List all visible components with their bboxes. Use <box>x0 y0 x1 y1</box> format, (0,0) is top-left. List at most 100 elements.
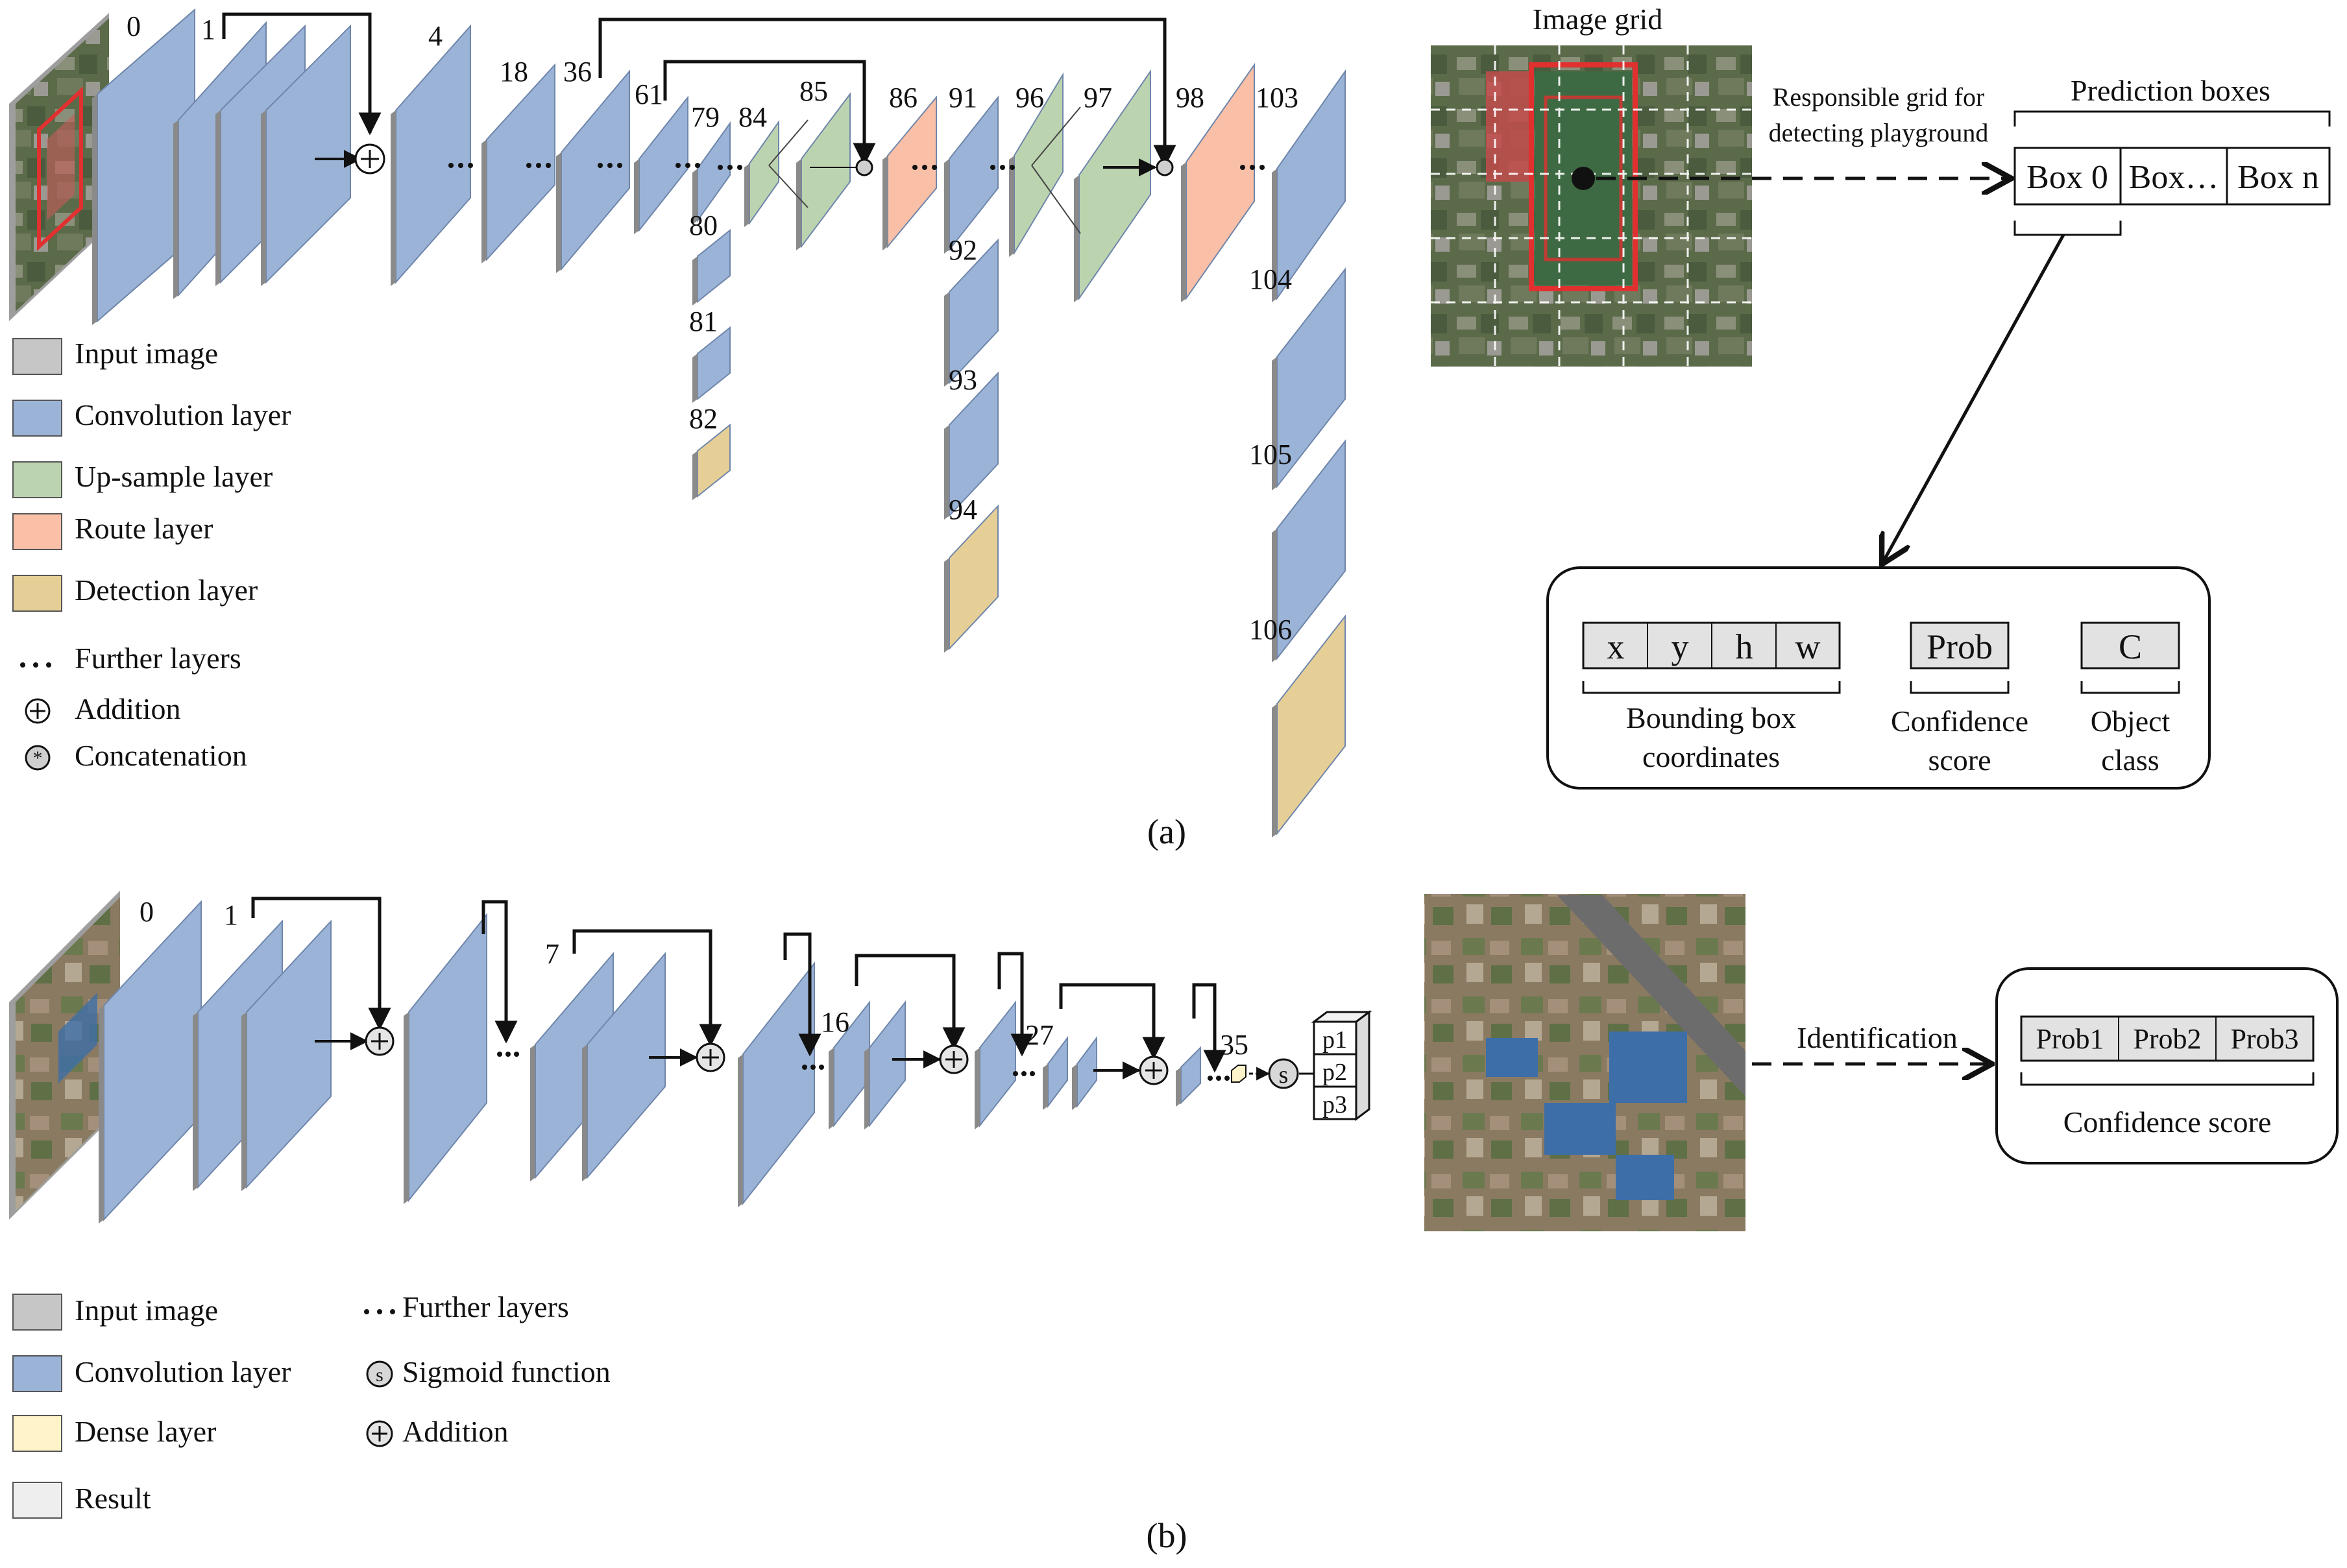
addition-operator-b-2 <box>939 1044 969 1074</box>
coord-x: x <box>1607 627 1625 666</box>
layer-slab-a-3 <box>261 24 351 286</box>
legend-b-label-conv: Convolution layer <box>75 1355 291 1388</box>
sigmoid-operator: s <box>1268 1058 1299 1089</box>
layer-number-a-81: 81 <box>689 306 718 337</box>
legend-a-label-conv: Convolution layer <box>75 398 291 431</box>
input-image-b <box>9 891 120 1220</box>
branch-a-94 <box>944 504 999 653</box>
layer-number-a-85: 85 <box>799 75 828 107</box>
layer-number-a-105: 105 <box>1249 439 1292 470</box>
prediction-boxes-label: Prediction boxes <box>2071 74 2270 107</box>
flow-line-b <box>315 1032 1314 1081</box>
legend-a-label-dots: Further layers <box>75 642 241 675</box>
layer-slab-a-0 <box>92 8 195 325</box>
layer-slab-b-16b <box>864 1000 906 1129</box>
layer-slab-b-35 <box>1176 1046 1201 1107</box>
legend-b-label-result: Result <box>75 1482 151 1515</box>
bbox-coords-label-2: coordinates <box>1642 740 1780 773</box>
layer-stack-b <box>99 900 1201 1224</box>
layer-number-a-104: 104 <box>1249 263 1292 295</box>
layer-number-a-103: 103 <box>1256 82 1298 114</box>
layer-slab-b-mid3 <box>975 1000 1016 1129</box>
legend-b-input: Input image <box>12 1294 218 1331</box>
output-p1: p1 <box>1322 1026 1347 1054</box>
responsible-grid-line2: detecting playground <box>1769 118 1989 147</box>
svg-text:s: s <box>1279 1061 1289 1089</box>
addition-operators-b <box>365 1026 1169 1085</box>
branch-a-105 <box>1272 439 1346 662</box>
layer-number-b-0: 0 <box>140 896 154 928</box>
legend-b-label-add: Addition <box>402 1415 509 1448</box>
layer-slab-b-mid2 <box>738 961 815 1207</box>
svg-text:*: * <box>33 747 43 769</box>
legend-b-result: Result <box>12 1482 151 1519</box>
layer-number-a-98: 98 <box>1176 82 1204 114</box>
branch-a-92 <box>944 238 999 387</box>
layer-number-a-80: 80 <box>689 210 718 241</box>
input-image-a <box>9 13 109 321</box>
layer-slab-a-14 <box>1074 69 1151 302</box>
legend-b-conv: Convolution layer <box>12 1355 291 1392</box>
identification-label: Identification <box>1797 1021 1958 1054</box>
branch-a-106 <box>1272 614 1346 838</box>
image-grid-label: Image grid <box>1533 3 1663 36</box>
image-grid-picture <box>1431 45 1752 367</box>
layer-number-a-93: 93 <box>949 364 977 396</box>
confidence-score-label-b: Confidence score <box>2063 1105 2272 1139</box>
layer-number-a-91: 91 <box>949 82 977 114</box>
legend-a-label-concat: Concatenation <box>75 739 247 772</box>
legend-a-route: Route layer <box>12 512 213 550</box>
layer-number-a-96: 96 <box>1015 82 1044 114</box>
layer-stack-a <box>92 8 1346 838</box>
confidence-panel-b: Prob1 Prob2 Prob3 Confidence score <box>1995 967 2339 1164</box>
responsible-grid-line1: Responsible grid for <box>1773 82 1985 112</box>
layer-number-b-27: 27 <box>1025 1019 1054 1051</box>
prob3-cell: Prob3 <box>2230 1023 2298 1055</box>
svg-text:s: s <box>376 1364 383 1386</box>
identification-image <box>1424 894 1745 1231</box>
layer-number-a-61: 61 <box>635 78 663 110</box>
legend-b-label-dense: Dense layer <box>75 1415 216 1448</box>
layer-number-a-82: 82 <box>689 403 718 435</box>
legend-a-dots: Further layers <box>20 642 241 675</box>
layer-number-a-36: 36 <box>563 56 592 88</box>
branch-a-80 <box>692 228 731 306</box>
legend-a-conv: Convolution layer <box>12 398 291 437</box>
layer-slab-b-27 <box>1043 1036 1068 1110</box>
box0-detail-arrow <box>1882 234 2065 564</box>
prob-cell: Prob <box>1927 627 1993 666</box>
layer-number-b-7: 7 <box>545 938 559 970</box>
layer-slab-b-mid1 <box>404 913 487 1204</box>
layer-slab-a-8 <box>692 121 731 224</box>
box-n-label: Box n <box>2237 159 2319 196</box>
result-output: p1 p2 p3 <box>1311 1010 1372 1121</box>
legend-a-label-input: Input image <box>75 337 218 370</box>
layer-slab-b-0 <box>99 900 202 1224</box>
layer-number-a-1: 1 <box>201 14 215 45</box>
layer-slab-a-9 <box>744 119 779 227</box>
layer-slab-a-10 <box>796 92 851 250</box>
layer-slab-a-13 <box>1009 72 1064 257</box>
layer-number-b-16: 16 <box>821 1006 849 1038</box>
layer-number-a-86: 86 <box>889 82 918 114</box>
box0-brace <box>2013 221 2122 236</box>
legend-b-add: Addition <box>366 1415 509 1448</box>
prob1-cell: Prob1 <box>2036 1023 2104 1055</box>
layer-number-a-0: 0 <box>127 10 141 42</box>
layer-slab-b-1b <box>241 919 332 1191</box>
object-class-label-1: Object <box>2091 705 2171 738</box>
legend-a-detection: Detection layer <box>12 573 258 612</box>
legend-b-dense: Dense layer <box>12 1415 216 1452</box>
layer-number-a-79: 79 <box>691 101 720 133</box>
box-0-label: Box 0 <box>2026 159 2108 196</box>
layer-number-a-84: 84 <box>738 101 767 133</box>
layer-number-b-1: 1 <box>224 899 238 931</box>
layer-slab-b-27b <box>1072 1036 1097 1110</box>
caption-b: (b) <box>1147 1516 1187 1555</box>
coord-h: h <box>1736 627 1753 666</box>
